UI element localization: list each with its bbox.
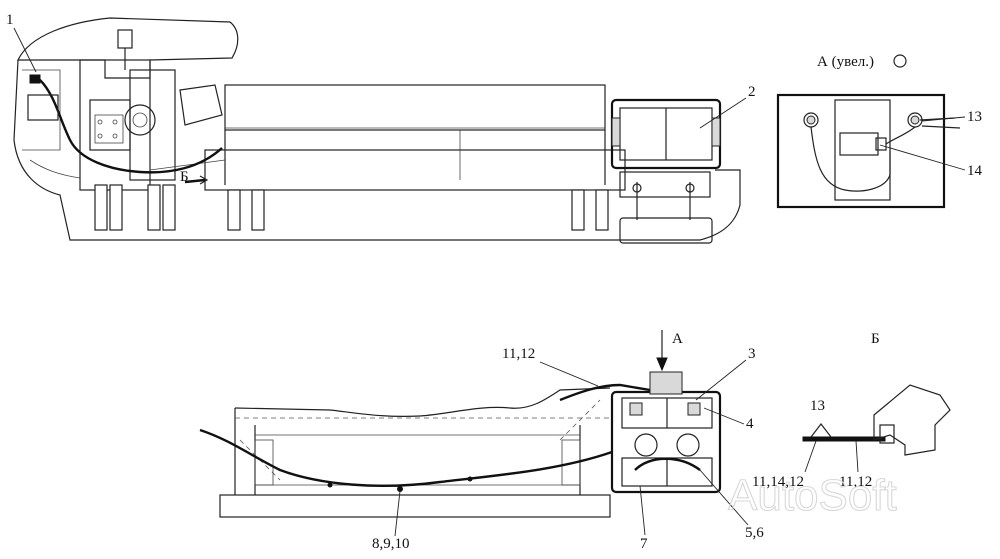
view-b-marker: Б [180,169,189,185]
top-assembly-view [13,17,741,244]
component-2-box [610,98,722,170]
callout-7: 7 [640,536,648,552]
electrical-box [610,371,722,494]
callout-11-12-top: 11,12 [502,346,535,362]
view-a-enlarged: А (увел.) [776,54,961,209]
view-b-title: Б [871,331,880,347]
callout-14: 14 [967,163,983,179]
top-support-legs [94,184,609,231]
view-b: Б [802,331,951,456]
cable-harness-top [39,79,223,174]
bottom-assembly-view [199,371,722,518]
callout-4: 4 [746,416,754,432]
enlarged-circle-icon [893,54,907,68]
callout-3: 3 [748,346,756,362]
callout-1: 1 [6,12,14,28]
view-a-title: А (увел.) [817,54,874,70]
cable-box-1 [27,94,59,121]
callout-2: 2 [748,84,756,100]
callout-5-6: 5,6 [745,525,764,541]
callout-13-view-a: 13 [967,109,982,125]
watermark: AutoSoft [728,471,897,520]
view-b-callout-11-12: 11,12 [839,474,872,490]
view-b-callout-11-14-12: 11,14,12 [752,474,804,490]
cable-harness-bottom [199,428,613,487]
view-b-callout-13: 13 [810,398,825,414]
view-a-marker: А [672,331,683,347]
callout-8-9-10: 8,9,10 [372,536,410,552]
